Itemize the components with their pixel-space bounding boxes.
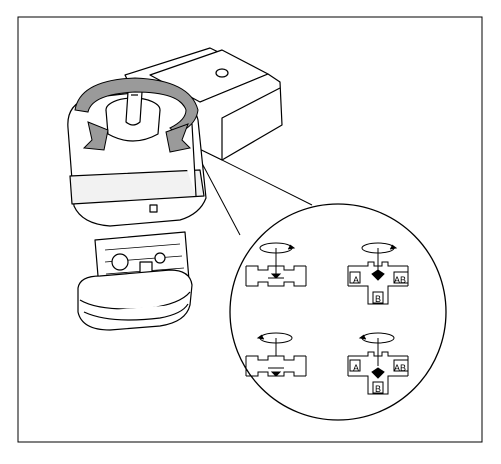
port-label-ab-2: AB xyxy=(394,363,406,373)
port-label-a: A xyxy=(353,275,359,285)
port-label-ab: AB xyxy=(394,275,406,285)
actuator-body xyxy=(67,47,283,331)
rotation-arrow-icon xyxy=(74,77,199,153)
three-way-valve-symbol-2 xyxy=(347,332,409,395)
two-way-valve-symbol xyxy=(245,242,307,287)
port-label-b-2: B xyxy=(375,384,381,394)
two-way-valve-symbol-2 xyxy=(245,332,307,377)
magnifier-circle xyxy=(229,203,447,421)
port-label-a-2: A xyxy=(353,363,359,373)
three-way-valve-symbol xyxy=(347,242,409,305)
port-label-b: B xyxy=(375,294,381,304)
